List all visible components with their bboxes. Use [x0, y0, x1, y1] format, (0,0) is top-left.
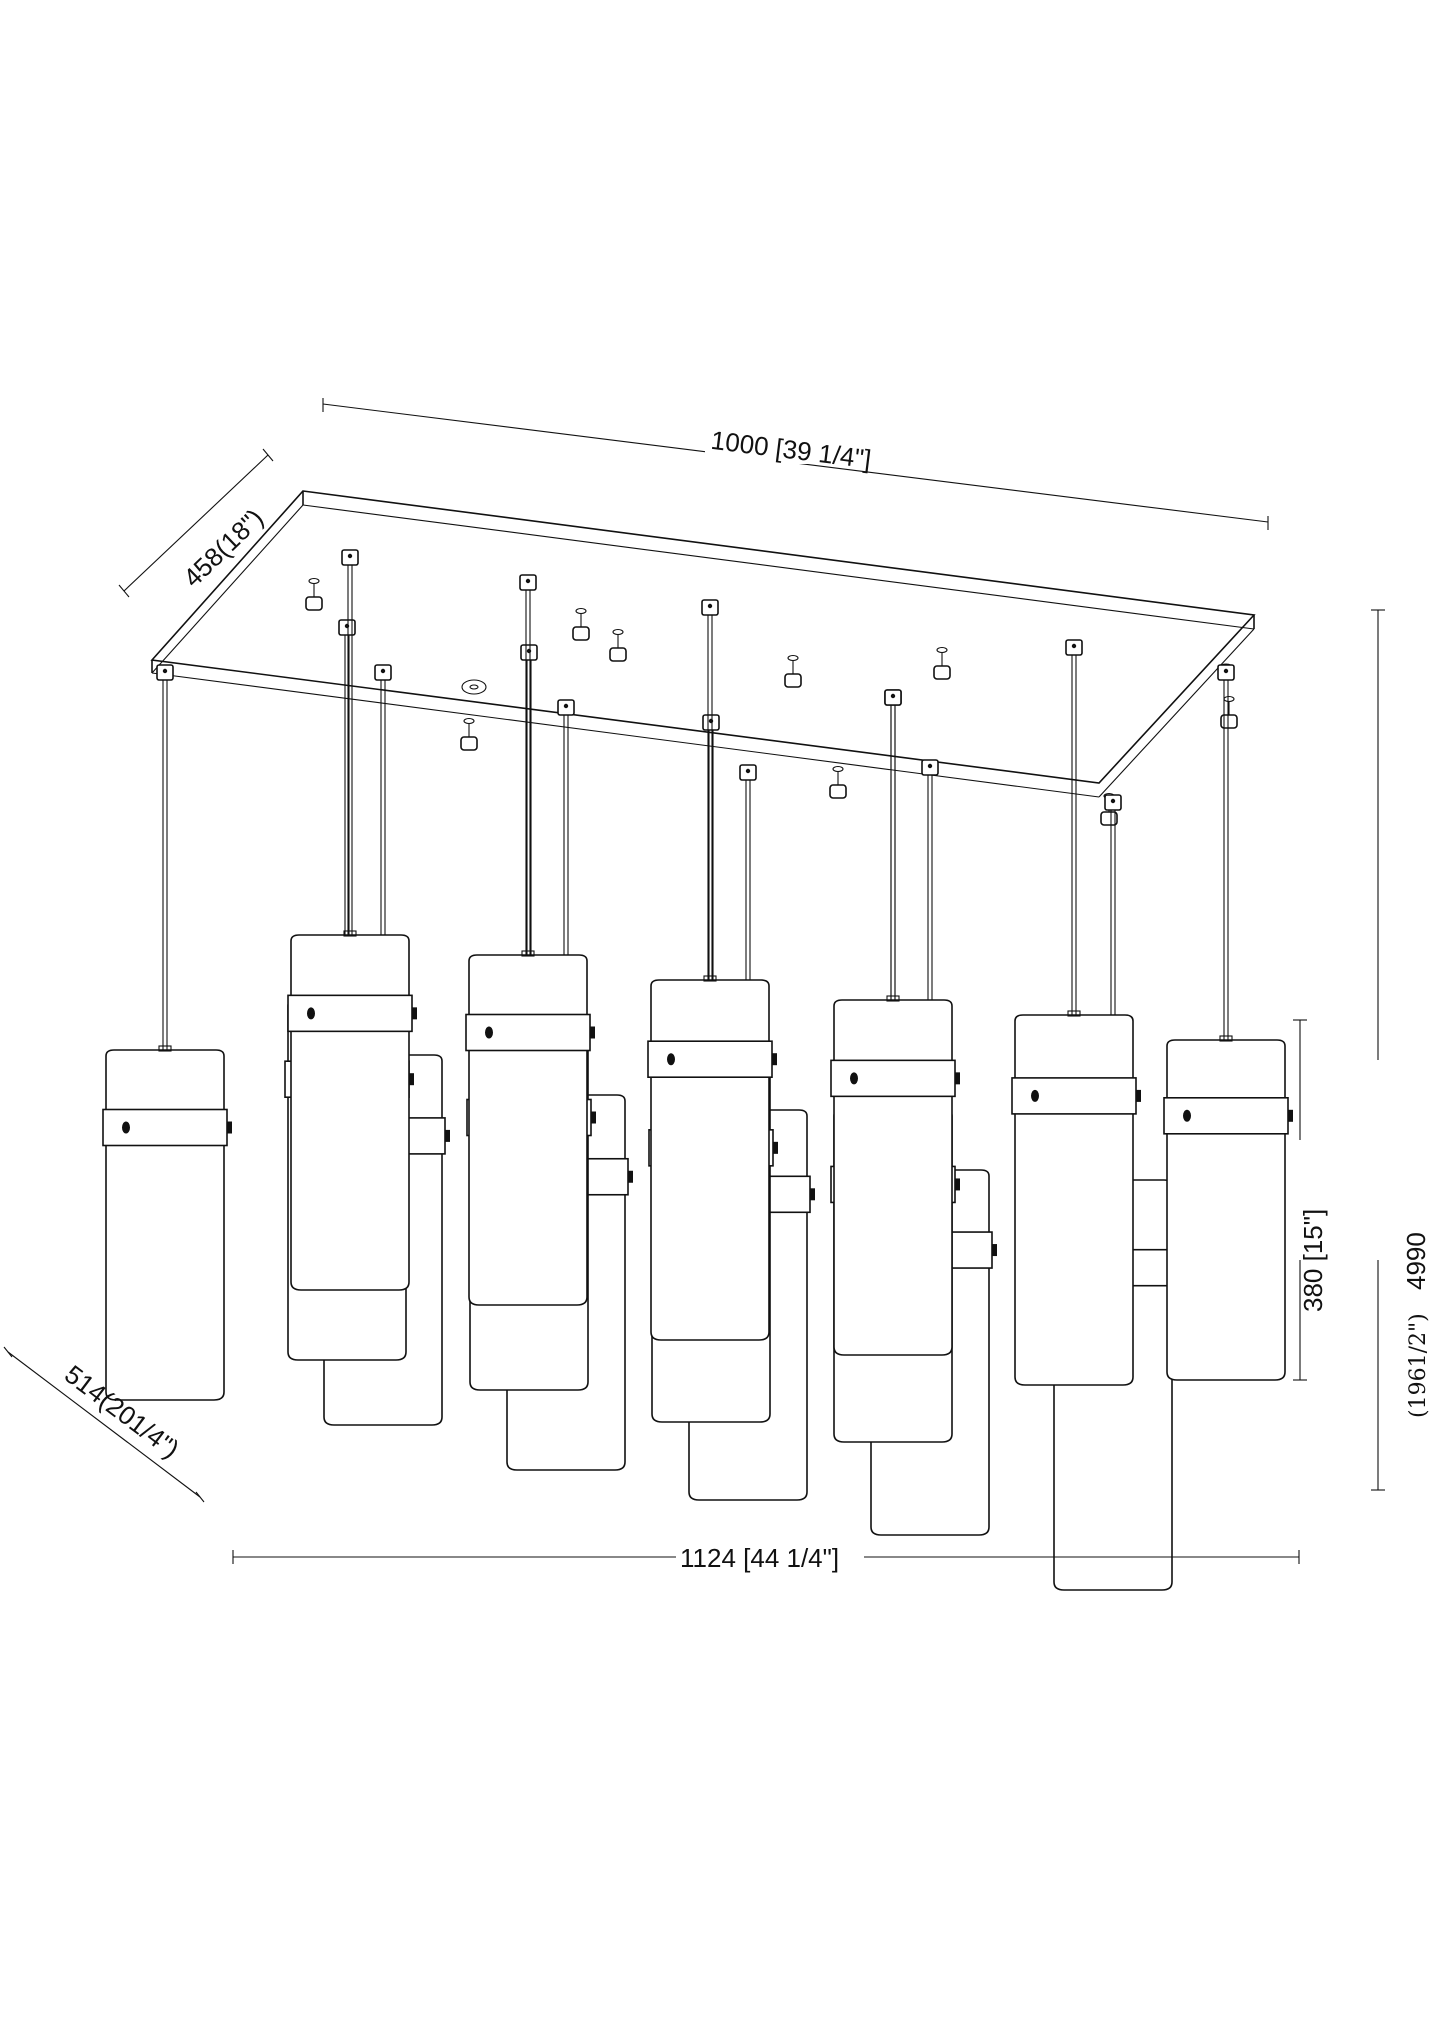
band-clip: [412, 1007, 417, 1020]
glass-shade: [1166, 1039, 1286, 1381]
mount-ring: [461, 679, 487, 695]
dimension-bottom-width: 1124 [44 1/4"]: [232, 1539, 1300, 1575]
shade-band: [647, 1040, 773, 1078]
shade-band: [102, 1108, 228, 1147]
dimension-shade-height: 380 [15"]: [1288, 1019, 1328, 1381]
band-screw: [667, 1053, 675, 1066]
shade-band: [830, 1059, 956, 1098]
glass-shade: [1014, 1014, 1134, 1386]
shade-cap: [703, 975, 717, 982]
dimension-top-depth: 458(18"): [118, 448, 274, 598]
pendant: [102, 664, 232, 1401]
canopy-fitting: [572, 607, 590, 641]
shade-cap: [343, 930, 357, 937]
shade-band: [1011, 1077, 1137, 1115]
shade-band: [287, 994, 413, 1033]
pendant: [830, 689, 960, 1356]
glass-shade: [650, 979, 770, 1341]
pendant: [465, 574, 595, 1306]
band-clip: [772, 1053, 777, 1066]
shade-band: [465, 1013, 591, 1052]
band-clip: [445, 1129, 450, 1142]
canopy-fitting: [460, 717, 478, 751]
band-clip: [227, 1121, 232, 1134]
dim-total-height-label: 4990: [1401, 1232, 1431, 1290]
band-clip: [955, 1178, 960, 1191]
canopy-plate: [150, 490, 1256, 798]
band-screw: [485, 1026, 493, 1039]
canopy-fitting: [829, 765, 847, 799]
band-screw: [850, 1072, 858, 1085]
glass-shade: [105, 1049, 225, 1401]
band-clip: [628, 1170, 633, 1183]
pendant: [1011, 639, 1141, 1386]
pendant-group: [102, 549, 1293, 1591]
band-screw: [1183, 1109, 1191, 1122]
glass-shade: [290, 934, 410, 1291]
band-clip: [1136, 1089, 1141, 1102]
band-screw: [307, 1007, 315, 1020]
band-clip: [955, 1072, 960, 1085]
dim-total-height-inch-label: (1961/2"): [1406, 1313, 1431, 1418]
band-screw: [122, 1121, 130, 1134]
shade-cap: [1067, 1010, 1081, 1017]
shade-band: [1163, 1097, 1289, 1135]
dim-bottom-width-label: 1124 [44 1/4"]: [680, 1543, 839, 1573]
canopy-fitting: [609, 628, 627, 662]
pendant: [647, 599, 777, 1341]
canopy-fitting: [933, 646, 951, 680]
band-clip: [773, 1141, 778, 1154]
canopy-fittings: [305, 577, 1238, 826]
band-clip: [409, 1073, 414, 1086]
canopy-fitting: [1220, 695, 1238, 729]
band-screw: [1031, 1089, 1039, 1102]
shade-cap: [521, 950, 535, 957]
canopy-fitting: [784, 654, 802, 688]
band-clip: [992, 1244, 997, 1257]
shade-cap: [886, 995, 900, 1002]
dimension-total-height: 4990 (1961/2"): [1364, 609, 1431, 1491]
band-clip: [810, 1188, 815, 1201]
mount-ring-hole: [469, 684, 479, 690]
pendant: [287, 549, 417, 1291]
glass-shade: [468, 954, 588, 1306]
shade-cap: [158, 1045, 172, 1052]
shade-cap: [1219, 1035, 1233, 1042]
pendant: [1163, 664, 1293, 1381]
dimension-top-width: 1000 [39 1/4"]: [322, 398, 1269, 530]
dim-shade-height-label: 380 [15"]: [1298, 1209, 1328, 1312]
band-clip: [591, 1111, 596, 1124]
band-clip: [1288, 1109, 1293, 1122]
glass-shade: [833, 999, 953, 1356]
canopy-fitting: [305, 577, 323, 611]
band-clip: [590, 1026, 595, 1039]
